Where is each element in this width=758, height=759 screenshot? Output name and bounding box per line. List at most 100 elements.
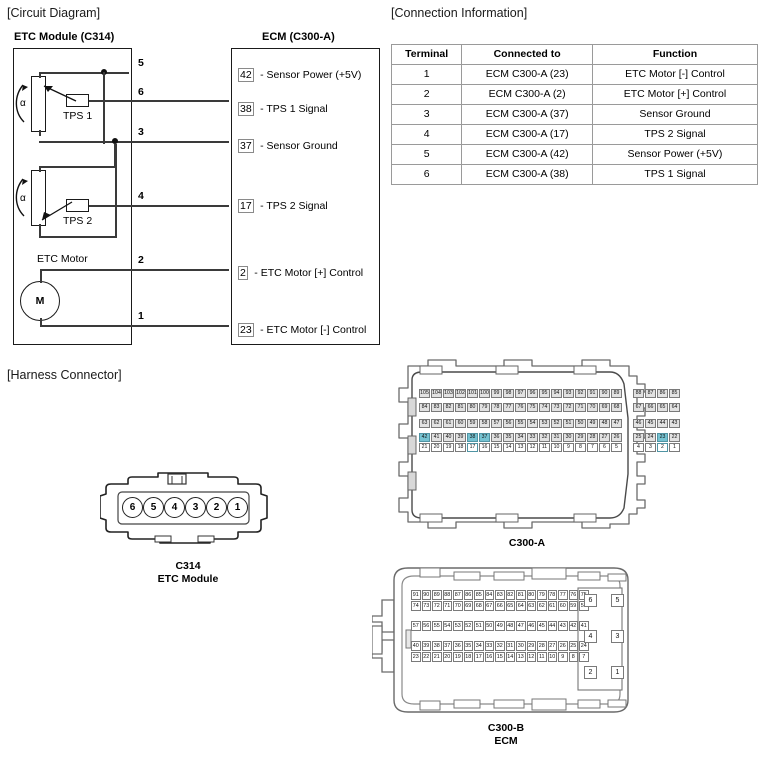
c300a-pin-39[interactable]: 39	[455, 433, 466, 442]
c300b-pin-21[interactable]: 21	[432, 652, 442, 662]
c300a-pin-65[interactable]: 65	[657, 403, 668, 412]
c300a-pin-16[interactable]: 16	[479, 443, 490, 452]
c300a-pin-28[interactable]: 28	[587, 433, 598, 442]
c300a-pin-54[interactable]: 54	[527, 419, 538, 428]
c300a-pin-12[interactable]: 12	[527, 443, 538, 452]
c300a-pin-79[interactable]: 79	[479, 403, 490, 412]
c300b-pin-74[interactable]: 74	[411, 601, 421, 611]
c300a-pin-29[interactable]: 29	[575, 433, 586, 442]
c300a-pin-57[interactable]: 57	[491, 419, 502, 428]
c300b-pin-68[interactable]: 68	[474, 601, 484, 611]
c300b-pin-57[interactable]: 57	[411, 621, 421, 631]
c300a-pin-51[interactable]: 51	[563, 419, 574, 428]
c300a-pin-10[interactable]: 10	[551, 443, 562, 452]
c300a-pin-20[interactable]: 20	[431, 443, 442, 452]
c300a-pin-15[interactable]: 15	[491, 443, 502, 452]
c300a-pin-84[interactable]: 84	[419, 403, 430, 412]
c300b-pin-27[interactable]: 27	[547, 641, 557, 651]
c300b-pin-36[interactable]: 36	[453, 641, 463, 651]
c300a-pin-78[interactable]: 78	[491, 403, 502, 412]
c300a-pin-97[interactable]: 97	[515, 389, 526, 398]
c300b-pin-64[interactable]: 64	[516, 601, 526, 611]
c300b-pin-89[interactable]: 89	[432, 590, 442, 600]
c300b-pin-4[interactable]: 4	[584, 630, 597, 643]
c300b-pin-6[interactable]: 6	[584, 594, 597, 607]
c300a-pin-66[interactable]: 66	[645, 403, 656, 412]
c300b-pin-17[interactable]: 17	[474, 652, 484, 662]
c300b-pin-56[interactable]: 56	[421, 621, 431, 631]
c300b-pin-39[interactable]: 39	[421, 641, 431, 651]
c300a-pin-88[interactable]: 88	[633, 389, 644, 398]
c300a-pin-70[interactable]: 70	[587, 403, 598, 412]
c300b-pin-81[interactable]: 81	[516, 590, 526, 600]
c300b-pin-23[interactable]: 23	[411, 652, 421, 662]
c300a-pin-35[interactable]: 35	[503, 433, 514, 442]
c300a-pin-102[interactable]: 102	[455, 389, 466, 398]
c300b-pin-90[interactable]: 90	[421, 590, 431, 600]
c300a-pin-34[interactable]: 34	[515, 433, 526, 442]
c300a-pin-32[interactable]: 32	[539, 433, 550, 442]
c300b-pin-62[interactable]: 62	[537, 601, 547, 611]
c300b-pin-61[interactable]: 61	[547, 601, 557, 611]
c300b-pin-14[interactable]: 14	[505, 652, 515, 662]
c300a-pin-5[interactable]: 5	[611, 443, 622, 452]
c300b-pin-71[interactable]: 71	[442, 601, 452, 611]
c300a-pin-64[interactable]: 64	[669, 403, 680, 412]
c300a-pin-100[interactable]: 100	[479, 389, 490, 398]
c300b-pin-52[interactable]: 52	[463, 621, 473, 631]
c300a-pin-17[interactable]: 17	[467, 443, 478, 452]
c300a-pin-14[interactable]: 14	[503, 443, 514, 452]
c300b-pin-67[interactable]: 67	[484, 601, 494, 611]
c300a-pin-6[interactable]: 6	[599, 443, 610, 452]
c300a-pin-87[interactable]: 87	[645, 389, 656, 398]
c300a-pin-4[interactable]: 4	[633, 443, 644, 452]
c300b-pin-43[interactable]: 43	[558, 621, 568, 631]
c300b-pin-55[interactable]: 55	[432, 621, 442, 631]
c300a-pin-9[interactable]: 9	[563, 443, 574, 452]
c300a-pin-33[interactable]: 33	[527, 433, 538, 442]
c300a-pin-19[interactable]: 19	[443, 443, 454, 452]
c300a-pin-105[interactable]: 105	[419, 389, 430, 398]
c300b-pin-25[interactable]: 25	[568, 641, 578, 651]
c300a-pin-104[interactable]: 104	[431, 389, 442, 398]
c300b-pin-84[interactable]: 84	[484, 590, 494, 600]
c300a-pin-45[interactable]: 45	[645, 419, 656, 428]
c300b-pin-45[interactable]: 45	[537, 621, 547, 631]
c300a-pin-50[interactable]: 50	[575, 419, 586, 428]
c300b-pin-78[interactable]: 78	[547, 590, 557, 600]
c300b-pin-16[interactable]: 16	[484, 652, 494, 662]
c300a-pin-37[interactable]: 37	[479, 433, 490, 442]
c300a-pin-90[interactable]: 90	[599, 389, 610, 398]
c300b-pin-42[interactable]: 42	[568, 621, 578, 631]
c300b-pin-72[interactable]: 72	[432, 601, 442, 611]
c300a-pin-23[interactable]: 23	[657, 433, 668, 442]
c300a-pin-101[interactable]: 101	[467, 389, 478, 398]
c300a-pin-42[interactable]: 42	[419, 433, 430, 442]
c300a-pin-3[interactable]: 3	[645, 443, 656, 452]
c300b-pin-9[interactable]: 9	[558, 652, 568, 662]
c300a-pin-94[interactable]: 94	[551, 389, 562, 398]
c300a-pin-69[interactable]: 69	[599, 403, 610, 412]
c300b-pin-60[interactable]: 60	[558, 601, 568, 611]
c300a-pin-63[interactable]: 63	[419, 419, 430, 428]
c300b-pin-35[interactable]: 35	[463, 641, 473, 651]
c300b-pin-70[interactable]: 70	[453, 601, 463, 611]
c300b-pin-1[interactable]: 1	[611, 666, 624, 679]
c300a-pin-11[interactable]: 11	[539, 443, 550, 452]
c300a-pin-55[interactable]: 55	[515, 419, 526, 428]
c300a-pin-40[interactable]: 40	[443, 433, 454, 442]
c300a-pin-52[interactable]: 52	[551, 419, 562, 428]
c300b-pin-66[interactable]: 66	[495, 601, 505, 611]
c300a-pin-85[interactable]: 85	[669, 389, 680, 398]
c300b-pin-22[interactable]: 22	[421, 652, 431, 662]
c300b-pin-10[interactable]: 10	[547, 652, 557, 662]
c300b-pin-47[interactable]: 47	[516, 621, 526, 631]
c300b-pin-3[interactable]: 3	[611, 630, 624, 643]
c300a-pin-38[interactable]: 38	[467, 433, 478, 442]
c300a-pin-72[interactable]: 72	[563, 403, 574, 412]
c300b-pin-49[interactable]: 49	[495, 621, 505, 631]
c300a-pin-47[interactable]: 47	[611, 419, 622, 428]
c300a-pin-49[interactable]: 49	[587, 419, 598, 428]
c300a-pin-59[interactable]: 59	[467, 419, 478, 428]
c300b-pin-85[interactable]: 85	[474, 590, 484, 600]
